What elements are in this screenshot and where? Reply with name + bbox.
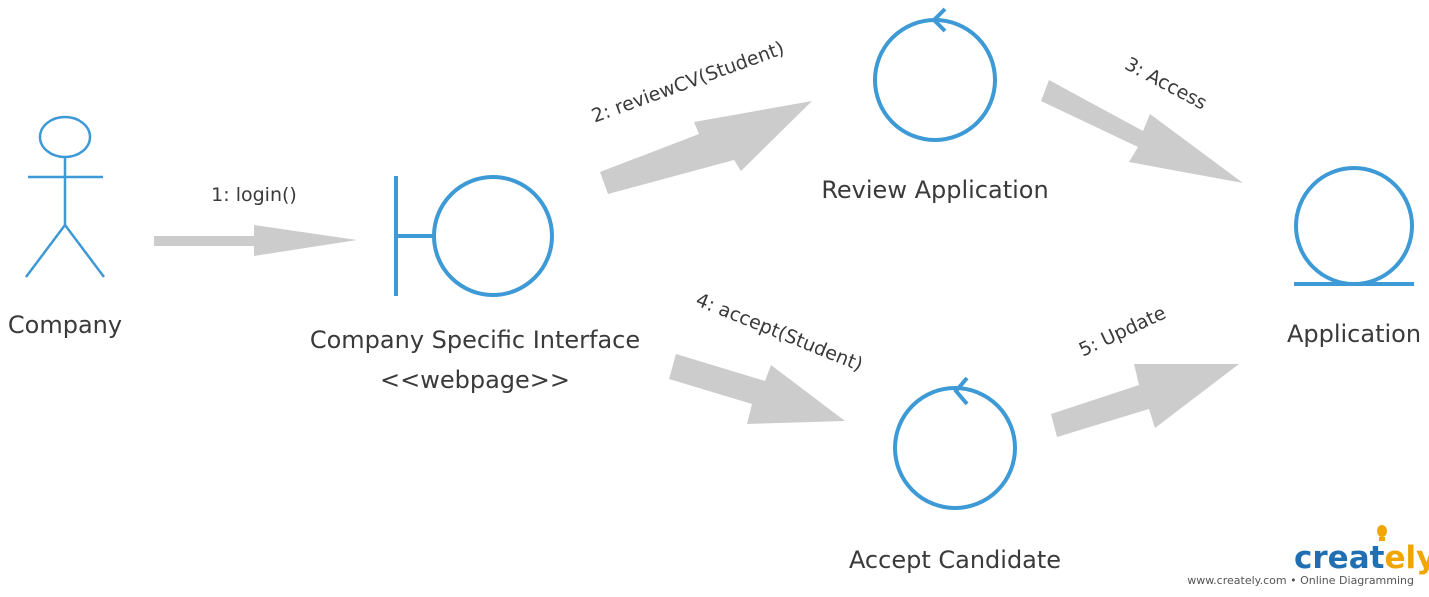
message-label-4: 4: accept(Student) [693, 289, 866, 376]
message-arrow-4 [669, 354, 845, 424]
boundary-icon [394, 175, 554, 297]
message-arrow-3 [1041, 80, 1243, 183]
accept-candidate-label: Accept Candidate [849, 546, 1061, 574]
entity-icon [1294, 166, 1414, 286]
message-arrow-2 [600, 101, 812, 194]
lightbulb-icon [1377, 525, 1387, 541]
interface-label: Company Specific Interface [310, 326, 640, 354]
review-application-label: Review Application [821, 176, 1048, 204]
message-arrow-1 [154, 225, 357, 256]
interface-stereotype: <<webpage>> [380, 366, 570, 394]
company-actor-icon [25, 115, 105, 278]
message-label-3: 3: Access [1121, 53, 1210, 114]
application-label: Application [1287, 320, 1421, 348]
control-icon-accept [893, 376, 1017, 510]
message-arrow-5 [1051, 364, 1239, 437]
message-label-1: 1: login() [211, 184, 297, 206]
message-label-5: 5: Update [1076, 302, 1170, 361]
creately-tagline: www.creately.com • Online Diagramming [1187, 574, 1414, 587]
control-icon-review [873, 7, 997, 142]
company-label: Company [8, 311, 122, 339]
creately-logo: creately [1294, 540, 1429, 576]
creately-watermark: creately www.creately.com • Online Diagr… [1187, 525, 1429, 587]
